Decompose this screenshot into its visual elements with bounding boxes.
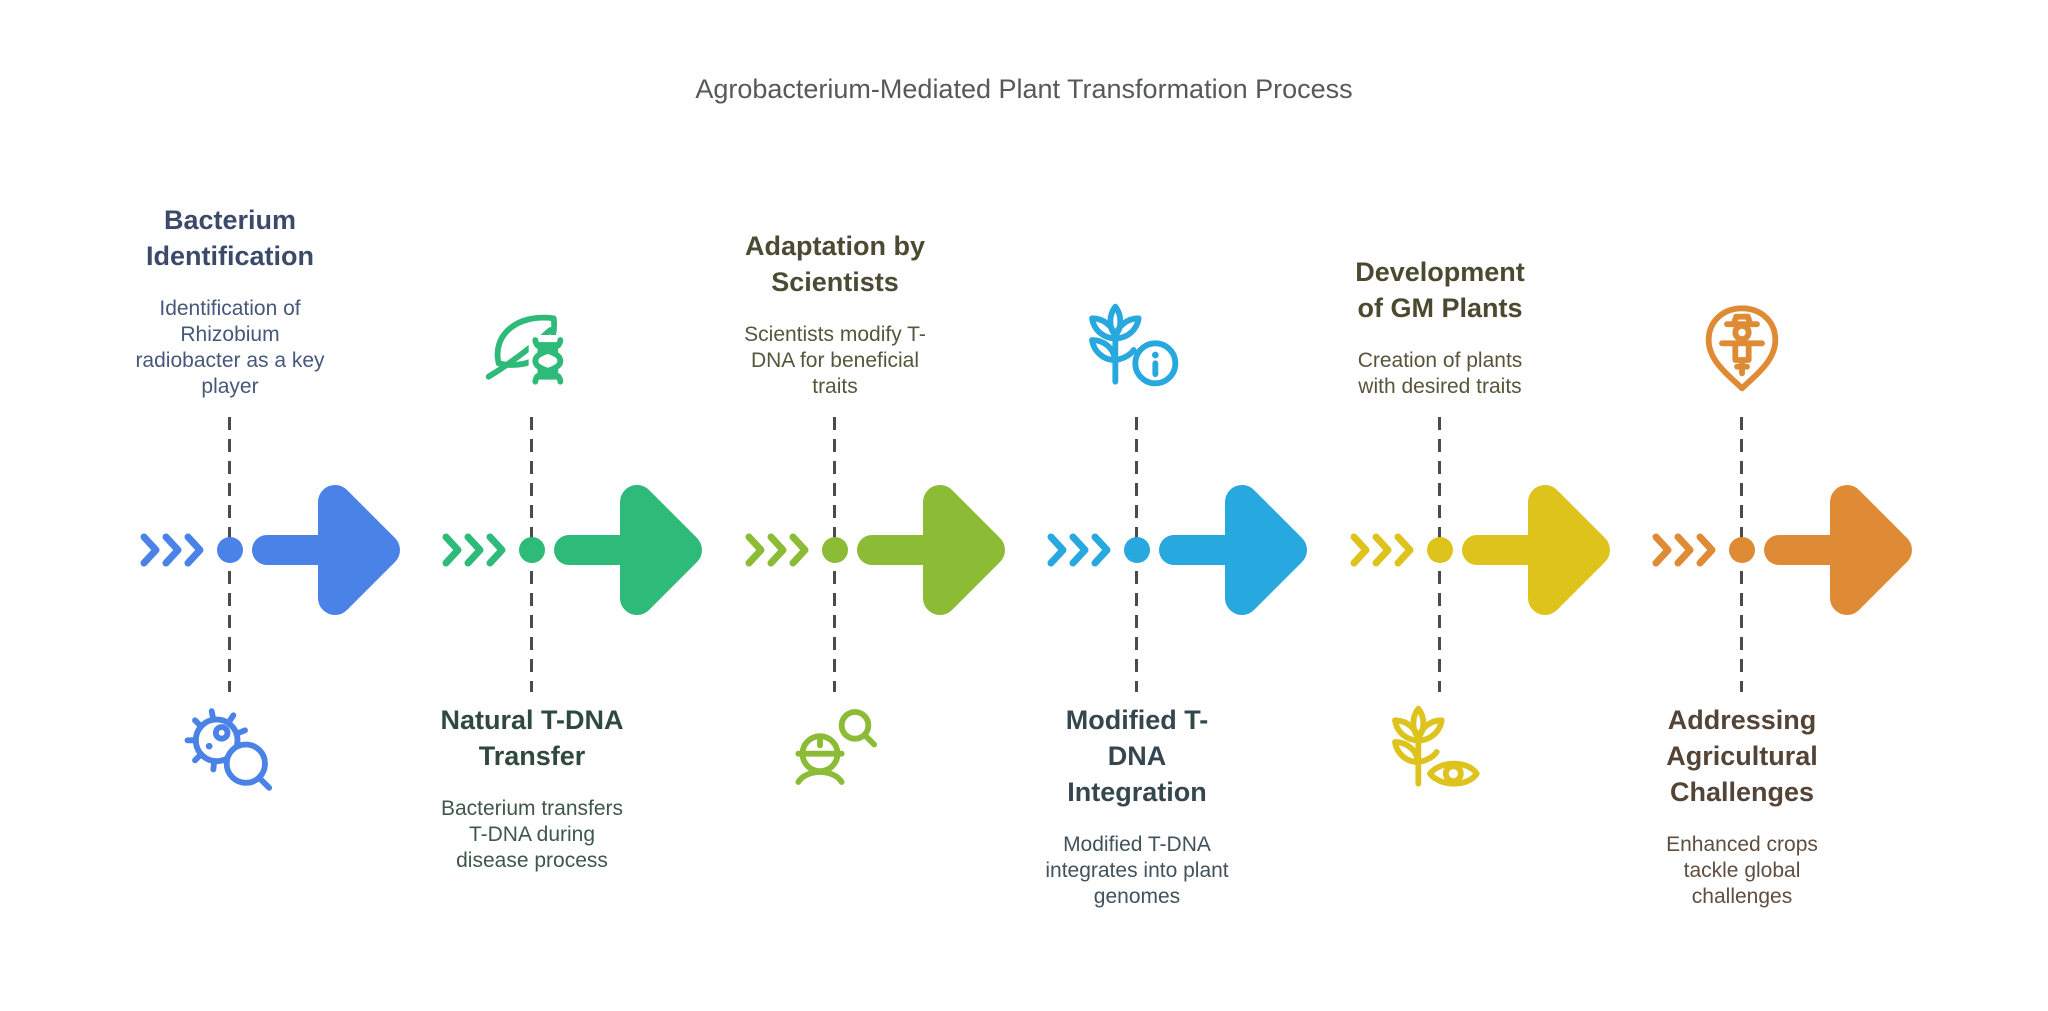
chevron-group — [1652, 533, 1716, 567]
chevron-right-icon — [486, 533, 506, 567]
step-5-icon-block — [1290, 702, 1590, 802]
plant-info-icon — [1089, 303, 1179, 387]
chevron-right-icon — [745, 533, 765, 567]
step-1-icon-block — [80, 702, 380, 802]
chevron-right-icon — [140, 533, 160, 567]
step-description: Bacterium transfers T-DNA during disease… — [440, 797, 624, 872]
arrow-right-icon — [1159, 485, 1307, 615]
step-3: Adaptation by Scientists Scientists modi… — [685, 0, 1005, 1011]
timeline-dot — [217, 537, 243, 563]
step-2-text-block: Natural T-DNA Transfer Bacterium transfe… — [382, 702, 682, 874]
chevron-group — [442, 533, 506, 567]
chevron-right-icon — [767, 533, 787, 567]
step-1: Bacterium Identification Identification … — [80, 0, 400, 1011]
chevron-right-icon — [1091, 533, 1111, 567]
chevron-right-icon — [184, 533, 204, 567]
step-6-icon-block — [1592, 150, 1892, 400]
timeline-dot — [1427, 537, 1453, 563]
step-4-icon-block — [987, 150, 1287, 400]
chevron-right-icon — [1350, 533, 1370, 567]
arrow-right-icon — [1764, 485, 1912, 615]
step-1-text-block: Bacterium Identification Identification … — [80, 150, 380, 400]
step-description: Identification of Rhizobium radiobacter … — [135, 297, 325, 398]
step-description: Modified T-DNA integrates into plant gen… — [1045, 833, 1229, 908]
arrow-right-icon — [1462, 485, 1610, 615]
step-6: Addressing Agricultural Challenges Enhan… — [1592, 0, 1912, 1011]
arrow-right-icon — [857, 485, 1005, 615]
step-4-text-block: Modified T- DNA Integration Modified T-D… — [987, 702, 1287, 910]
timeline-dot — [1729, 537, 1755, 563]
chevron-right-icon — [1652, 533, 1672, 567]
plant-eye-icon — [1392, 705, 1480, 787]
step-3-text-block: Adaptation by Scientists Scientists modi… — [685, 150, 985, 400]
chevron-right-icon — [1394, 533, 1414, 567]
step-heading: Bacterium Identification — [146, 205, 314, 271]
arrow-right-icon — [252, 485, 400, 615]
step-6-text-block: Addressing Agricultural Challenges Enhan… — [1592, 702, 1892, 910]
step-heading: Modified T- DNA Integration — [1065, 705, 1209, 807]
chevron-group — [1047, 533, 1111, 567]
step-5-text-block: Development of GM Plants Creation of pla… — [1290, 150, 1590, 400]
bacteria-magnifier-icon — [184, 708, 273, 791]
chevron-right-icon — [1069, 533, 1089, 567]
engineer-magnifier-icon — [795, 709, 878, 785]
step-heading: Natural T-DNA Transfer — [440, 705, 624, 771]
chevron-right-icon — [1696, 533, 1716, 567]
step-2-icon-block — [382, 150, 682, 400]
chevron-right-icon — [1047, 533, 1067, 567]
step-5: Development of GM Plants Creation of pla… — [1290, 0, 1610, 1011]
step-2: Natural T-DNA Transfer Bacterium transfe… — [382, 0, 702, 1011]
step-description: Creation of plants with desired traits — [1357, 349, 1523, 398]
step-4: Modified T- DNA Integration Modified T-D… — [987, 0, 1307, 1011]
step-description: Scientists modify T- DNA for beneficial … — [744, 323, 926, 398]
step-description: Enhanced crops tackle global challenges — [1666, 833, 1818, 908]
chevron-group — [140, 533, 204, 567]
timeline-dot — [1124, 537, 1150, 563]
chevron-group — [745, 533, 809, 567]
step-3-icon-block — [685, 702, 985, 802]
timeline-dot — [519, 537, 545, 563]
chevron-right-icon — [1674, 533, 1694, 567]
chevron-right-icon — [1372, 533, 1392, 567]
step-heading: Adaptation by Scientists — [745, 231, 925, 297]
leaf-dna-icon — [485, 314, 567, 385]
scarecrow-pin-icon — [1705, 305, 1779, 392]
step-heading: Addressing Agricultural Challenges — [1666, 705, 1818, 807]
page-title: Agrobacterium-Mediated Plant Transformat… — [695, 74, 1353, 104]
arrow-right-icon — [554, 485, 702, 615]
chevron-right-icon — [442, 533, 462, 567]
chevron-group — [1350, 533, 1414, 567]
chevron-right-icon — [464, 533, 484, 567]
timeline-dot — [822, 537, 848, 563]
chevron-right-icon — [162, 533, 182, 567]
step-heading: Development of GM Plants — [1355, 257, 1525, 323]
chevron-right-icon — [789, 533, 809, 567]
